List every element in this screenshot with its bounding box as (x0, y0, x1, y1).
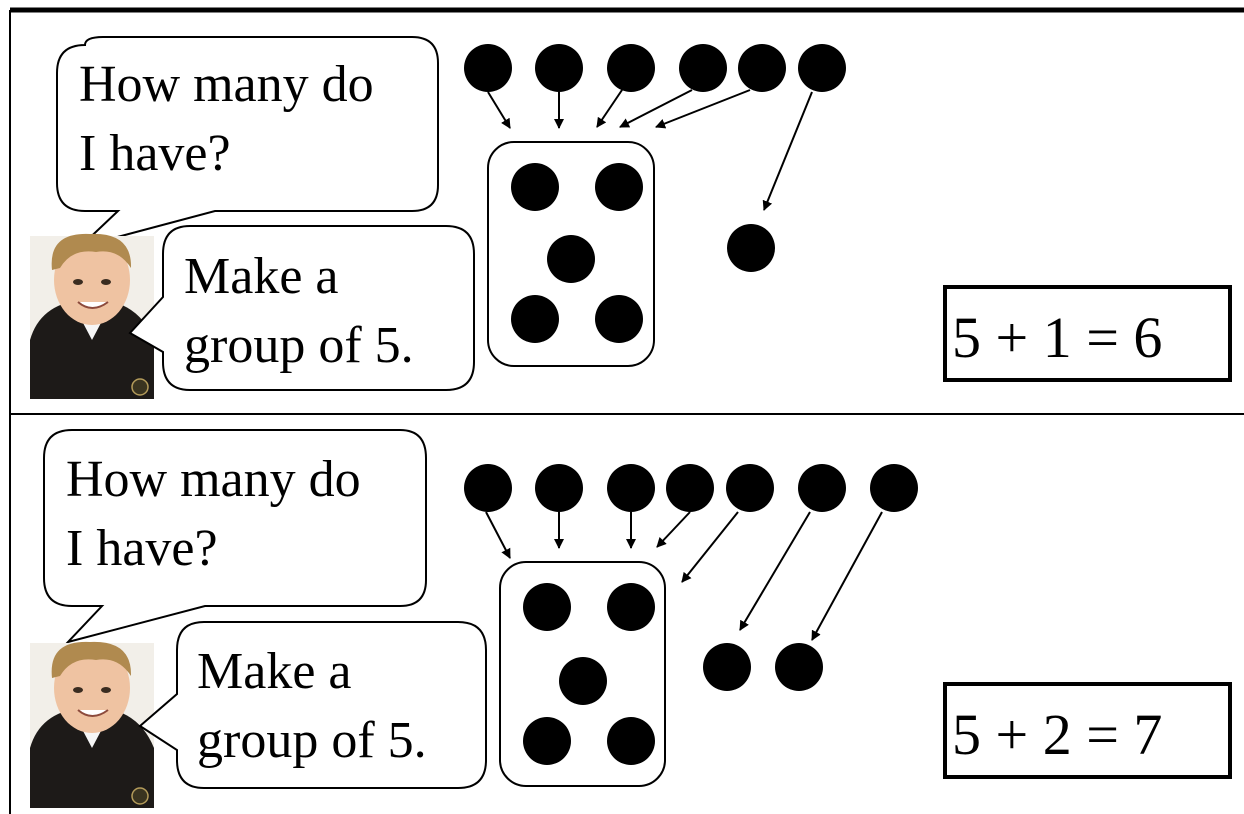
question-text-2b: I have? (66, 520, 218, 577)
instruction-bubble-2 (138, 621, 487, 789)
question-text-1a: How many do (79, 56, 374, 113)
counter-top-4 (679, 44, 727, 92)
counter-top-5 (738, 44, 786, 92)
counter-top-1 (464, 44, 512, 92)
grouped-counter (511, 295, 559, 343)
boy-photo-icon (30, 641, 154, 808)
question-bubble-1 (56, 36, 439, 248)
grouped-counter (547, 235, 595, 283)
panel-2: How many do I have? Make a group of 5. (30, 429, 1232, 808)
counter-top-5 (726, 464, 774, 512)
counter-top-2 (535, 44, 583, 92)
grouped-counter (607, 583, 655, 631)
equation-text-2: 5 + 2 = 7 (952, 702, 1162, 767)
instruction-bubble-1 (128, 225, 475, 391)
equation-text-1: 5 + 1 = 6 (952, 305, 1162, 370)
arrow-icon (762, 91, 813, 211)
arrow-icon (739, 511, 811, 631)
counter-top-1 (464, 464, 512, 512)
counter-top-6 (798, 44, 846, 92)
arrow-icon (681, 511, 739, 583)
arrow-icon (485, 511, 511, 559)
instruction-text-1b: group of 5. (184, 317, 414, 374)
arrow-icon (656, 511, 691, 548)
arrow-icon (655, 89, 751, 129)
instruction-text-2b: group of 5. (197, 712, 427, 769)
instruction-text-1a: Make a (184, 248, 338, 305)
grouped-counter (523, 717, 571, 765)
counter-top-3 (607, 44, 655, 92)
question-bubble-2 (43, 429, 427, 644)
grouped-counter (511, 163, 559, 211)
arrow-icon (811, 511, 883, 641)
grouped-counter (595, 163, 643, 211)
extra-counter (775, 643, 823, 691)
question-text-2a: How many do (66, 451, 361, 508)
grouped-counter (607, 717, 655, 765)
arrow-icon (619, 89, 693, 128)
arrow-icon (596, 89, 623, 128)
counter-top-3 (607, 464, 655, 512)
grouped-counter (595, 295, 643, 343)
counter-top-2 (535, 464, 583, 512)
equation-box-2 (943, 682, 1232, 779)
instruction-text-2a: Make a (197, 643, 351, 700)
extra-counter (703, 643, 751, 691)
grouped-counter (523, 583, 571, 631)
counter-top-4 (666, 464, 714, 512)
arrow-icon (487, 91, 511, 129)
question-text-1b: I have? (79, 125, 231, 182)
extra-counter (727, 224, 775, 272)
counter-top-6 (798, 464, 846, 512)
boy-photo-icon (30, 233, 154, 399)
grouped-counter (559, 657, 607, 705)
counter-top-7 (870, 464, 918, 512)
equation-box-1 (943, 285, 1232, 382)
panel-1: How many do I have? Make a group of 5. (30, 36, 1232, 399)
